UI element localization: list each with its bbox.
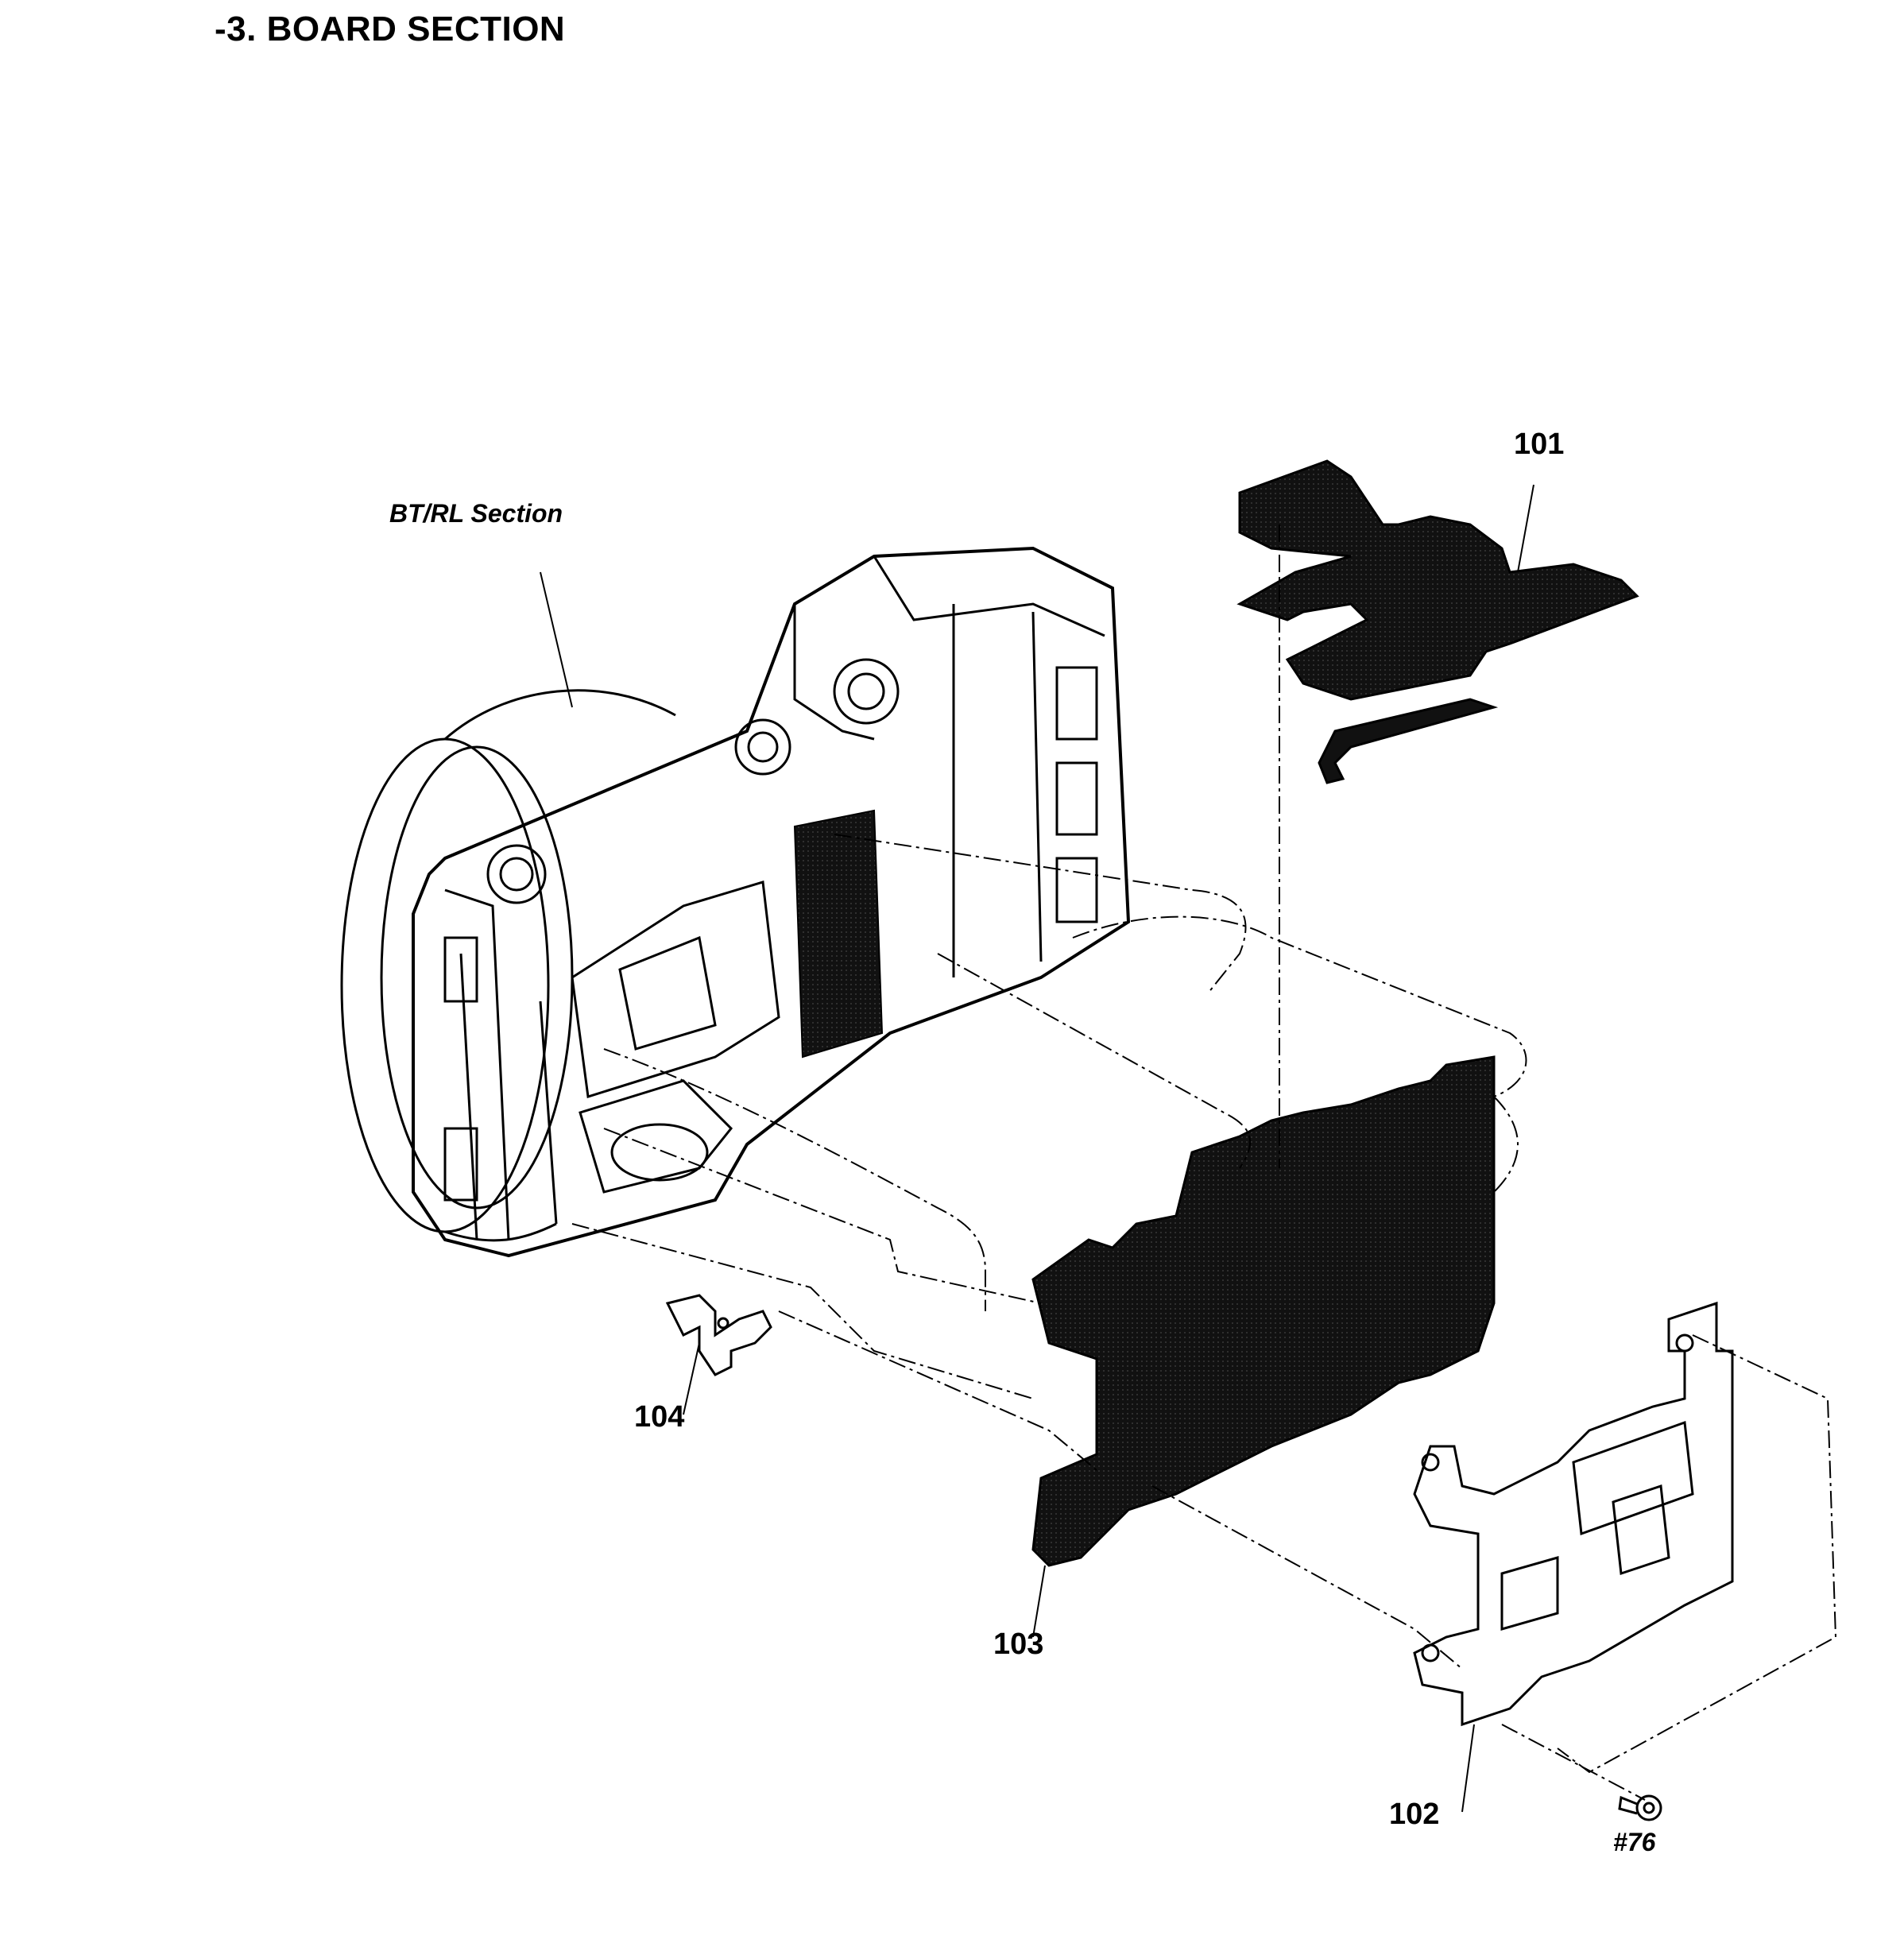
callout-leaders	[540, 484, 1534, 1813]
page-heading: -3. BOARD SECTION	[215, 10, 566, 48]
zoom-dial	[486, 844, 547, 904]
mode-dial	[833, 658, 900, 725]
camera-body-outline	[412, 546, 1131, 1258]
callout-104: 104	[634, 1400, 685, 1434]
part-104-clip	[665, 1294, 772, 1376]
shutter-dial	[734, 718, 791, 776]
part-102-bracket	[1413, 1301, 1734, 1727]
part-101-flex-board	[1236, 459, 1639, 784]
callout-screw-76: #76	[1613, 1828, 1656, 1856]
assembly-guides	[571, 524, 1837, 1801]
screw-76	[1618, 1794, 1662, 1821]
section-label: BT/RL Section	[389, 499, 563, 528]
part-103-main-board	[1031, 1055, 1496, 1567]
camera-body-assembly	[340, 546, 1131, 1258]
callout-103: 103	[993, 1628, 1044, 1661]
callout-102: 102	[1389, 1798, 1440, 1831]
callout-101: 101	[1514, 428, 1565, 461]
